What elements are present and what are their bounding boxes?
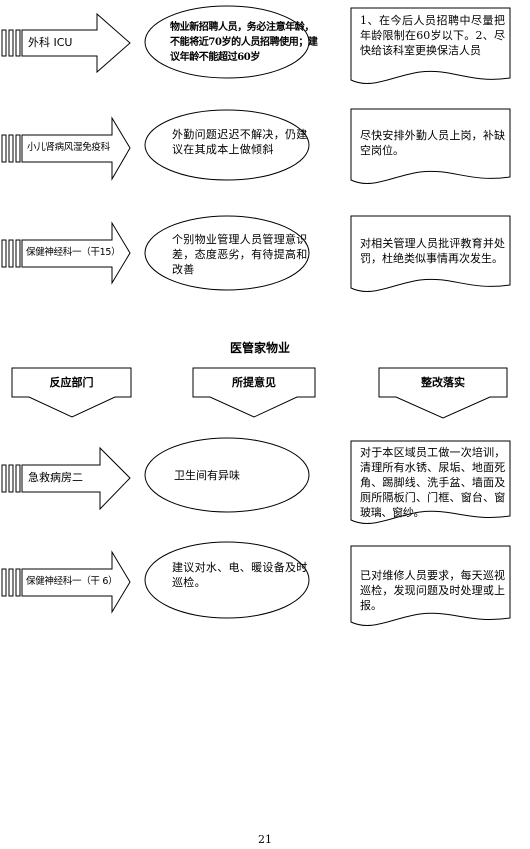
opinion-bubble xyxy=(144,541,310,619)
rectification-text: 对于本区域员工做一次培训，清理所有水锈、尿垢、地面死角、踢脚线、洗手盆、墙面及厕… xyxy=(360,446,505,519)
opinion-bubble xyxy=(144,5,310,79)
opinion-text: 外勤问题迟迟不解决，仍建议在其成本上做倾斜 xyxy=(172,128,308,156)
opinion-text: 建议对水、电、暖设备及时巡检。 xyxy=(172,561,308,589)
header-arrows xyxy=(11,367,508,419)
opinion-text: 卫生间有异味 xyxy=(174,469,240,482)
rectification-banner xyxy=(350,215,511,292)
opinion-text: 个别物业管理人员管理意识差，态度恶劣，有待提高和改善 xyxy=(172,233,308,276)
row-2-shapes xyxy=(1,108,511,184)
opinion-bubble xyxy=(144,109,310,181)
rectification-banner xyxy=(350,108,511,184)
header-opinion: 所提意见 xyxy=(232,376,276,389)
header-arrow-opinion xyxy=(192,367,316,418)
department-label: 急救病房二 xyxy=(28,471,83,484)
department-label: 保健神经科一（干15） xyxy=(26,247,121,258)
department-arrow xyxy=(21,221,131,285)
rectification-text: 已对维修人员要求，每天巡视巡检，发现问题及时处理或上报。 xyxy=(360,569,505,612)
department-arrow xyxy=(21,116,131,181)
header-rectification: 整改落实 xyxy=(421,376,465,389)
opinion-text: 物业新招聘人员，务必注意年龄，不能将近70岁的人员招聘使用；建议年龄不能超过60… xyxy=(170,22,318,63)
department-label: 外科 ICU xyxy=(28,36,73,49)
row-1-shapes xyxy=(1,5,511,84)
department-arrow xyxy=(21,12,131,74)
section-title: 医管家物业 xyxy=(229,341,290,355)
header-department: 反应部门 xyxy=(49,376,94,389)
rectification-text: 对相关管理人员批评教育并处罚，杜绝类似事情再次发生。 xyxy=(360,237,505,265)
header-arrow-rectification xyxy=(378,367,508,419)
row-5-shapes xyxy=(1,541,511,626)
header-arrow-department xyxy=(11,367,132,418)
row-4-shapes xyxy=(1,437,511,524)
department-arrow xyxy=(21,446,131,511)
rectification-banner xyxy=(350,7,511,84)
rectification-banner xyxy=(350,545,511,626)
opinion-bubble xyxy=(144,437,310,513)
page-number: 21 xyxy=(258,833,272,846)
department-label: 小儿肾病风湿免疫科 xyxy=(27,142,110,153)
department-label: 保健神经科一（干 6） xyxy=(26,576,118,587)
rectification-banner xyxy=(350,440,511,524)
department-arrow xyxy=(21,550,131,614)
rectification-text: 尽快安排外勤人员上岗，补缺空岗位。 xyxy=(360,129,505,157)
rectification-text: 1、在今后人员招聘中尽量把年龄限制在60岁以下。2、尽快给该科室更换保洁人员 xyxy=(360,14,505,57)
opinion-bubble xyxy=(144,215,310,291)
row-3-shapes xyxy=(1,215,511,292)
